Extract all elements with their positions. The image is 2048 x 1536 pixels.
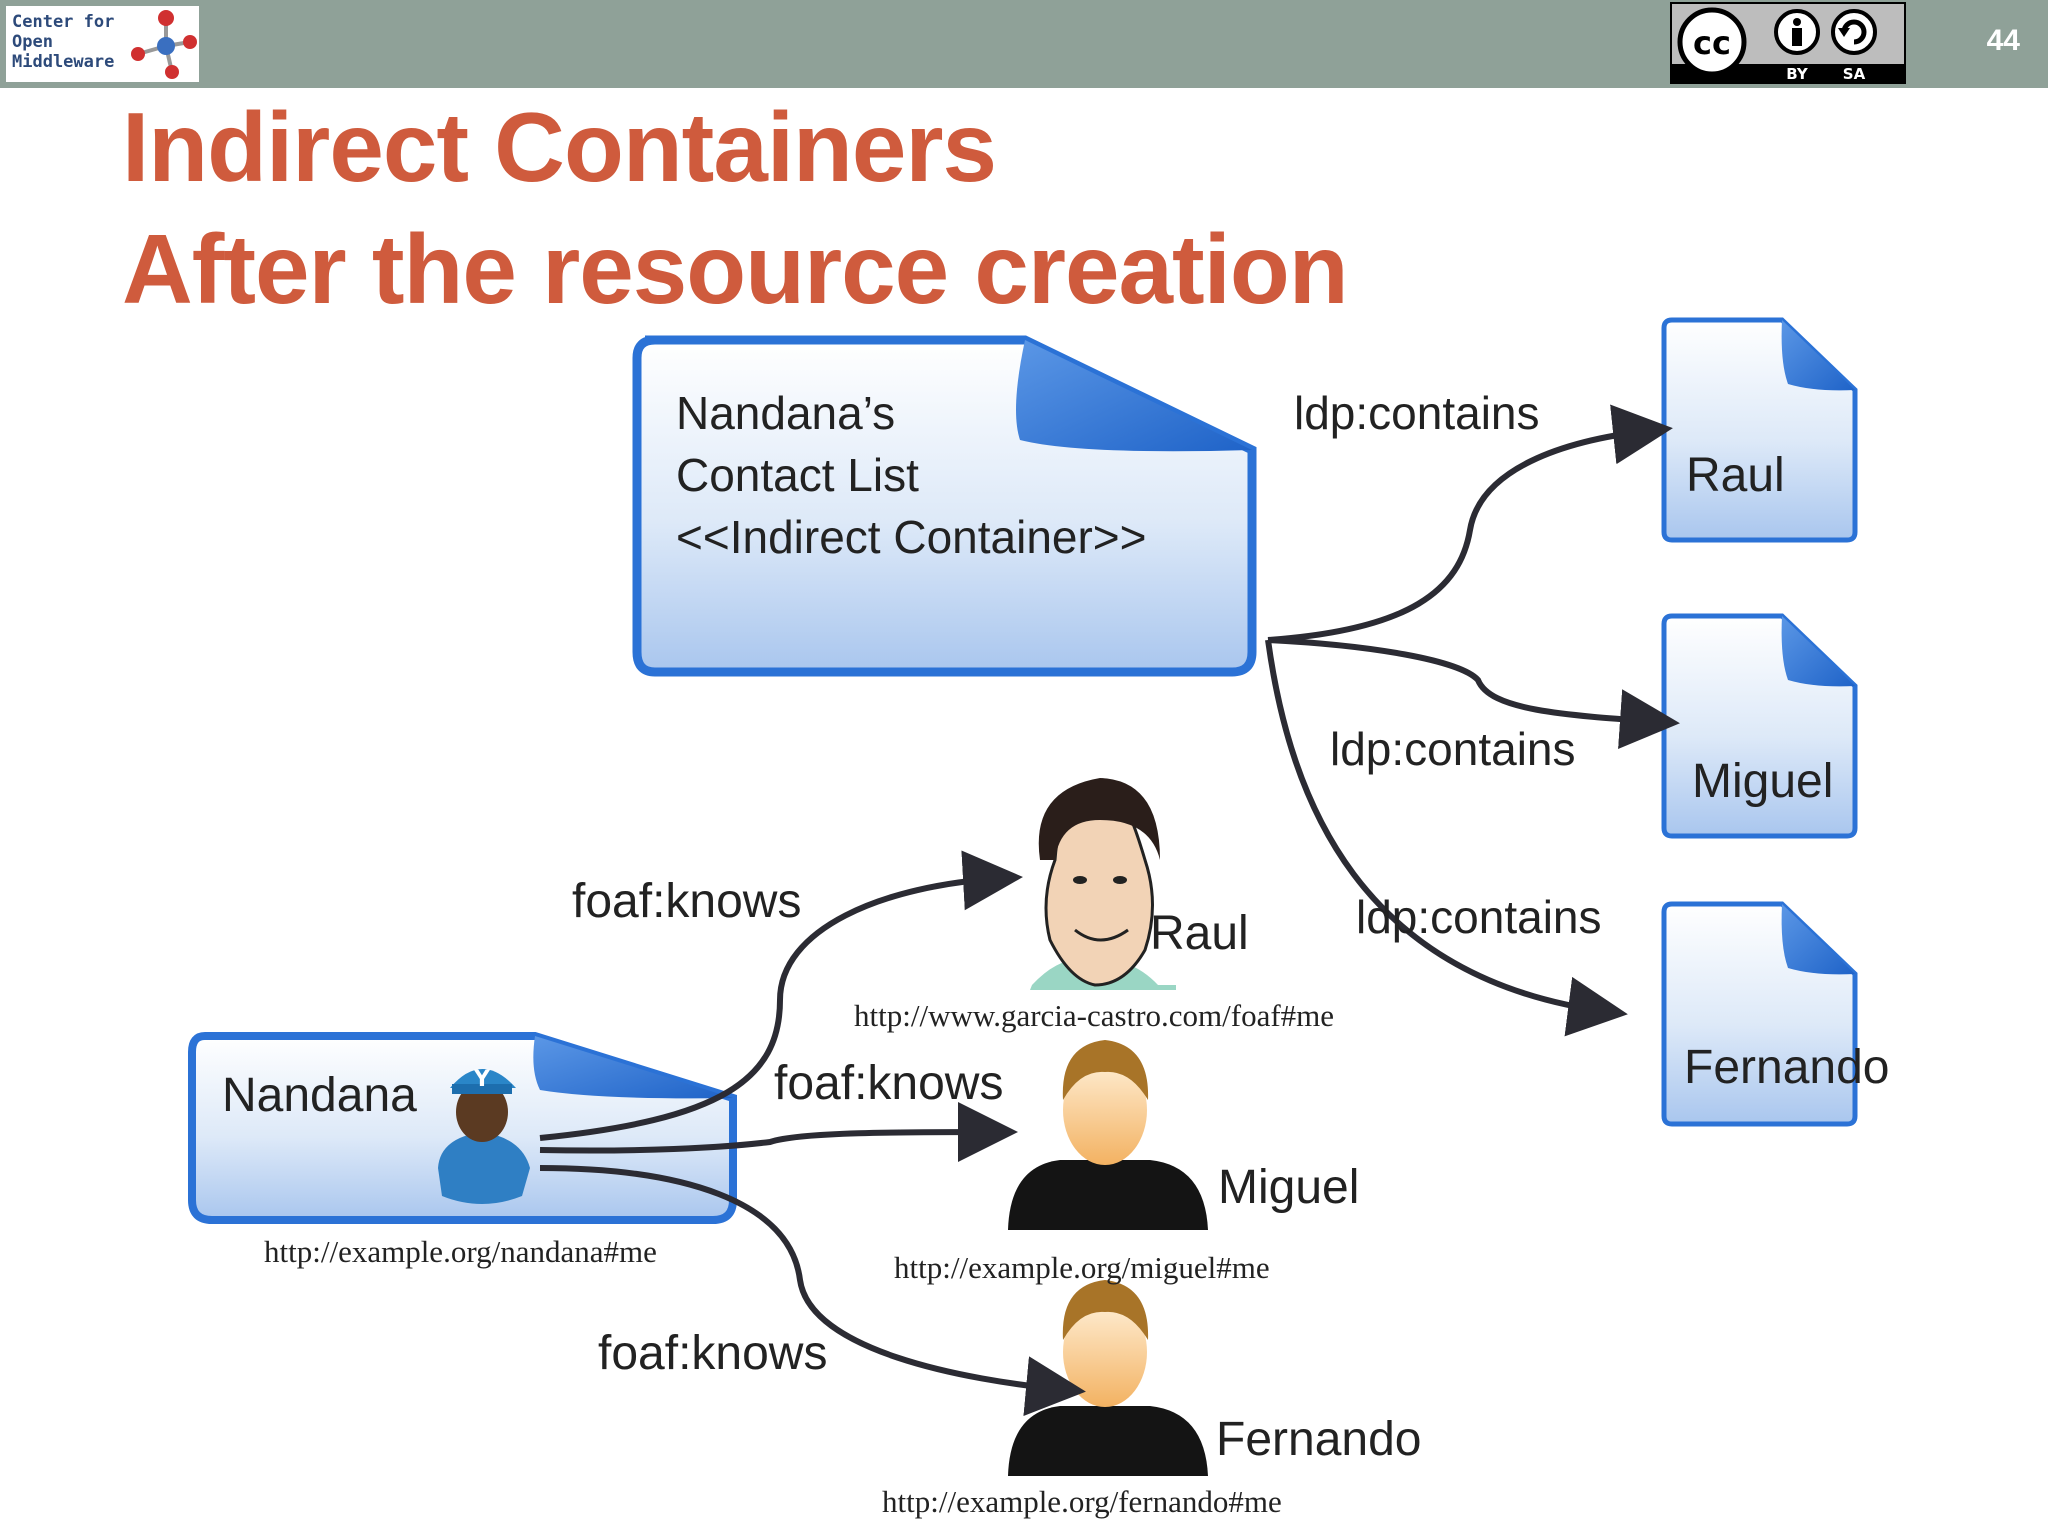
- svg-text:cc: cc: [1693, 24, 1731, 62]
- slide-title-line-2: After the resource creation: [122, 214, 1349, 324]
- fernando-person-icon: [1008, 1280, 1208, 1476]
- contains-label-1: ldp:contains: [1294, 387, 1540, 439]
- attribution-icon: [1774, 9, 1820, 55]
- doc-label-raul: Raul: [1686, 449, 1785, 502]
- indirect-container-document: [632, 335, 1257, 677]
- knows-arrow-miguel: [539, 1102, 1018, 1163]
- doc-icon-fernando: [1661, 901, 1858, 1127]
- knows-label-1: foaf:knows: [572, 875, 802, 928]
- contains-label-3: ldp:contains: [1356, 891, 1602, 943]
- doc-label-miguel: Miguel: [1692, 755, 1834, 808]
- contains-arrow-raul: [1267, 404, 1673, 643]
- raul-face-icon: [1030, 778, 1176, 990]
- person-name-fernando: Fernando: [1216, 1413, 1422, 1466]
- person-uri-fernando: http://example.org/fernando#me: [882, 1484, 1282, 1519]
- contains-label-2: ldp:contains: [1330, 723, 1576, 775]
- doc-icon-raul: [1661, 317, 1858, 543]
- sa-label: SA: [1843, 65, 1866, 82]
- doc-icon-miguel: [1661, 613, 1858, 839]
- slide-number: 44: [1986, 24, 2020, 57]
- nandana-uri: http://example.org/nandana#me: [264, 1234, 657, 1269]
- person-uri-miguel: http://example.org/miguel#me: [894, 1250, 1270, 1285]
- person-uri-raul: http://www.garcia-castro.com/foaf#me: [854, 998, 1335, 1033]
- nandana-avatar-icon: Y: [438, 1067, 530, 1204]
- cc-license-badge: cc BY SA: [1670, 2, 1906, 84]
- header-bar: Center for Open Middleware cc: [0, 0, 2048, 88]
- cc-icon: cc: [1677, 7, 1747, 77]
- container-title-line-1: Nandana’s: [676, 387, 896, 439]
- knows-arrow-fernando: [539, 1165, 1086, 1416]
- nandana-name: Nandana: [222, 1069, 417, 1122]
- share-alike-icon: [1831, 9, 1877, 55]
- logo-line-3: Middleware: [12, 52, 115, 72]
- logo-line-1: Center for: [12, 12, 115, 32]
- slide-title-line-1: Indirect Containers: [122, 92, 997, 202]
- com-logo: Center for Open Middleware: [6, 6, 199, 82]
- container-type-label: <<Indirect Container>>: [676, 511, 1147, 563]
- knows-label-2: foaf:knows: [774, 1057, 1004, 1110]
- knows-label-3: foaf:knows: [598, 1327, 828, 1380]
- by-label: BY: [1786, 65, 1809, 82]
- miguel-person-icon: [1008, 1040, 1208, 1230]
- contains-arrow-fernando: [1265, 639, 1628, 1037]
- knows-arrow-raul: [539, 850, 1023, 1141]
- contains-arrow-miguel: [1267, 637, 1680, 750]
- doc-label-fernando: Fernando: [1684, 1041, 1890, 1094]
- person-name-miguel: Miguel: [1218, 1161, 1360, 1214]
- person-name-raul: Raul: [1150, 907, 1249, 960]
- molecule-icon: [131, 10, 197, 79]
- svg-text:Y: Y: [473, 1067, 491, 1092]
- logo-line-2: Open: [12, 32, 53, 52]
- container-title-line-2: Contact List: [676, 449, 919, 501]
